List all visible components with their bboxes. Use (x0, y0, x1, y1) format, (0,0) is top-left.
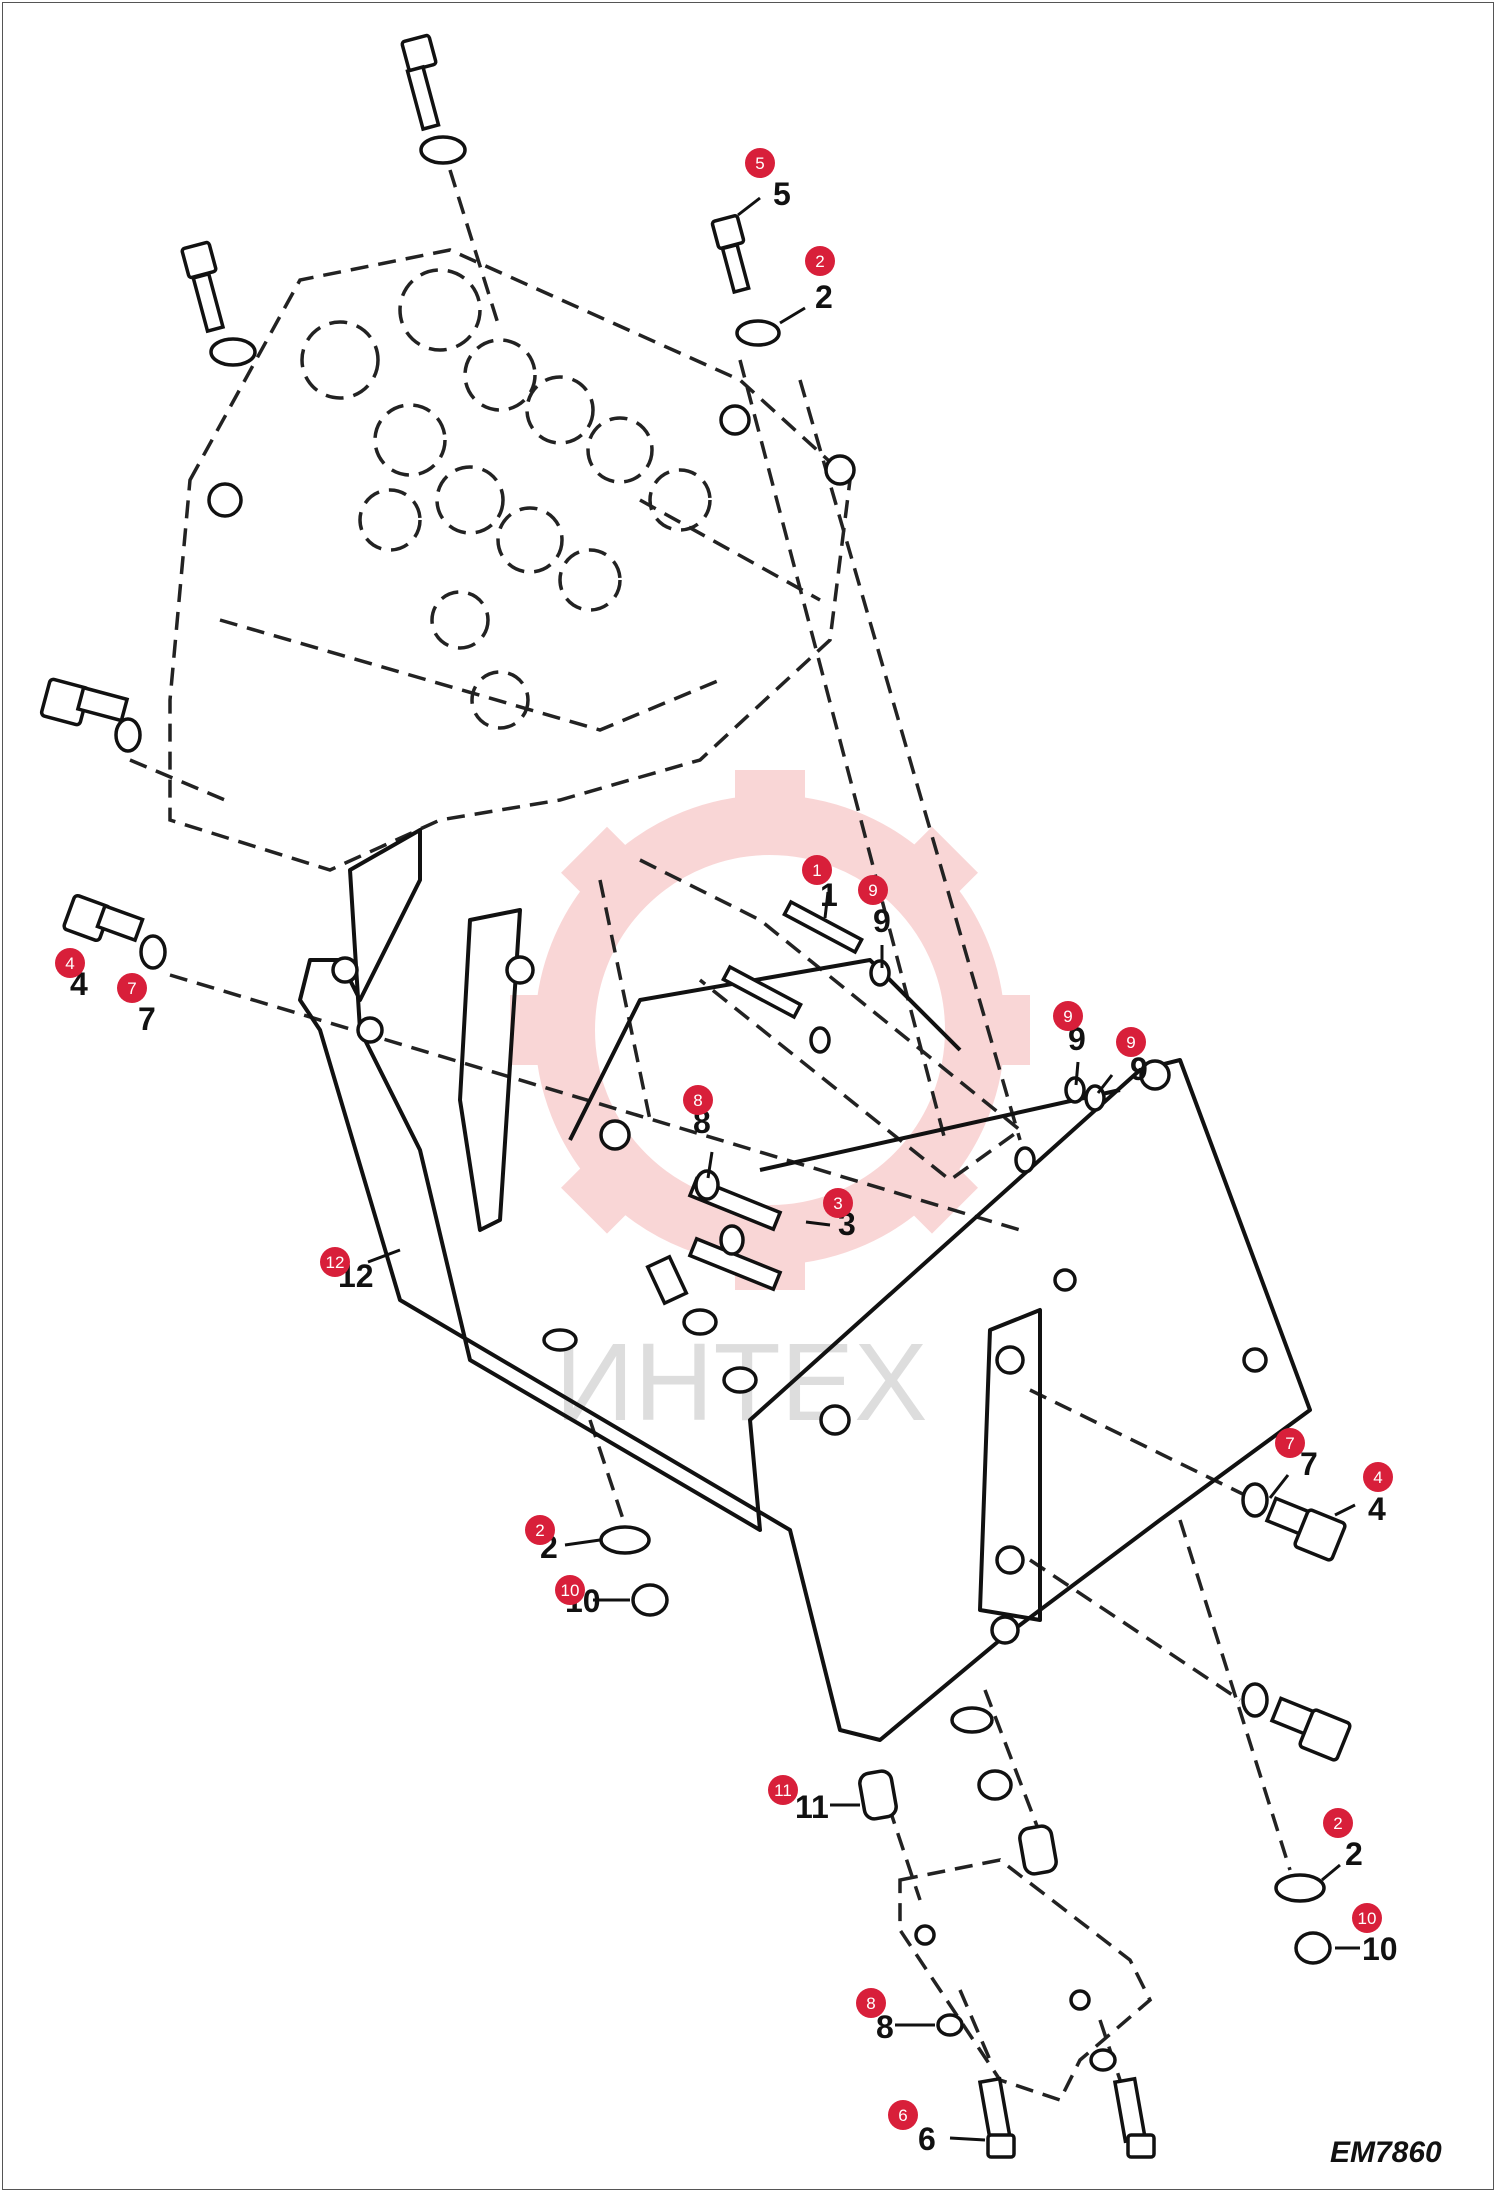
label-2-right: 2 (1345, 1836, 1363, 1872)
svg-text:9: 9 (1063, 1007, 1072, 1026)
label-9-c: 9 (1130, 1051, 1148, 1087)
svg-text:4: 4 (65, 954, 74, 973)
badge-1[interactable]: 1 (802, 855, 832, 885)
label-8-bottom: 8 (876, 2009, 894, 2045)
label-7-left: 7 (138, 1001, 156, 1037)
svg-text:2: 2 (535, 1521, 544, 1540)
badge-10-right[interactable]: 10 (1352, 1903, 1382, 1933)
svg-text:10: 10 (561, 1581, 580, 1600)
svg-text:2: 2 (815, 252, 824, 271)
label-2-top: 2 (815, 279, 833, 315)
svg-text:9: 9 (1126, 1033, 1135, 1052)
badge-9-c[interactable]: 9 (1116, 1027, 1146, 1057)
badge-6[interactable]: 6 (888, 2100, 918, 2130)
svg-text:5: 5 (755, 154, 764, 173)
svg-text:1: 1 (812, 861, 821, 880)
lower-bracket (898, 1858, 1153, 2103)
badge-12[interactable]: 12 (320, 1247, 350, 1277)
svg-text:4: 4 (1373, 1468, 1382, 1487)
badge-4-right[interactable]: 4 (1363, 1462, 1393, 1492)
svg-text:8: 8 (866, 1994, 875, 2013)
badge-4-left[interactable]: 4 (55, 948, 85, 978)
badge-2-right[interactable]: 2 (1323, 1808, 1353, 1838)
label-6: 6 (918, 2121, 936, 2157)
badge-3[interactable]: 3 (823, 1188, 853, 1218)
badge-2-top[interactable]: 2 (805, 246, 835, 276)
control-valve (168, 248, 1023, 1183)
svg-text:6: 6 (898, 2106, 907, 2125)
badge-10-left[interactable]: 10 (555, 1575, 585, 1605)
label-11: 11 (795, 1789, 829, 1825)
label-9-a: 9 (873, 903, 891, 939)
badge-9-b[interactable]: 9 (1053, 1001, 1083, 1031)
svg-text:10: 10 (1358, 1909, 1377, 1928)
svg-text:2: 2 (1333, 1814, 1342, 1833)
label-1: 1 (820, 877, 838, 913)
label-10-right: 10 (1362, 1931, 1398, 1967)
badge-8-bottom[interactable]: 8 (856, 1988, 886, 2018)
badge-2-left[interactable]: 2 (525, 1515, 555, 1545)
svg-text:7: 7 (127, 979, 136, 998)
svg-text:11: 11 (774, 1781, 792, 1800)
label-5: 5 (773, 176, 791, 212)
badge-9-a[interactable]: 9 (858, 875, 888, 905)
badge-11[interactable]: 11 (768, 1775, 798, 1805)
badge-8-mid[interactable]: 8 (683, 1085, 713, 1115)
part-number-labels: 5 2 1 9 9 9 4 7 8 3 12 7 4 2 10 11 2 10 … (70, 176, 1398, 2157)
leader-lines (367, 196, 1360, 2142)
svg-text:9: 9 (868, 881, 877, 900)
svg-text:8: 8 (693, 1091, 702, 1110)
svg-text:3: 3 (833, 1194, 842, 1213)
label-7-right: 7 (1300, 1446, 1318, 1482)
hardware (39, 33, 1352, 2159)
label-4-right: 4 (1368, 1491, 1386, 1527)
diagram-code: EM7860 (1330, 2136, 1442, 2169)
svg-text:7: 7 (1285, 1434, 1294, 1453)
callout-badges: 5 2 1 9 9 9 4 7 8 3 12 7 4 2 10 11 2 10 … (55, 148, 1393, 2130)
mounting-plate (298, 828, 1312, 1742)
badge-7-left[interactable]: 7 (117, 973, 147, 1003)
svg-text:12: 12 (326, 1253, 345, 1272)
badge-7-right[interactable]: 7 (1275, 1428, 1305, 1458)
badge-5[interactable]: 5 (745, 148, 775, 178)
